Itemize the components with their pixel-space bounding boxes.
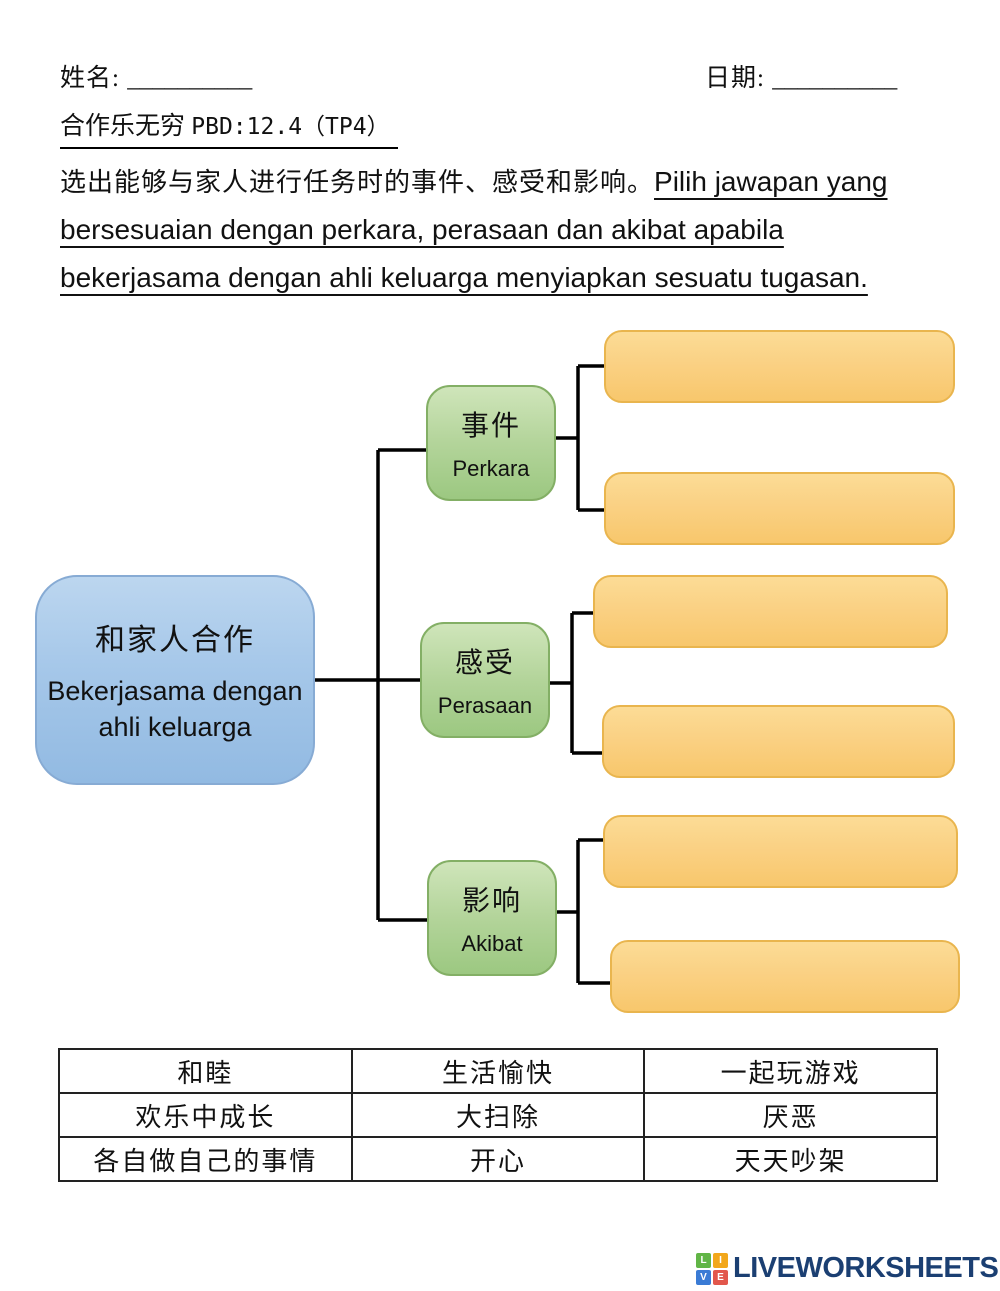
word-bank-cell[interactable]: 天天吵架 [643, 1136, 938, 1182]
name-blank[interactable]: __________ [127, 65, 253, 92]
branch-perkara-malay: Perkara [452, 456, 530, 481]
root-node-malay: Bekerjasama dengan ahli keluarga [47, 676, 303, 742]
date-line: 日期: __________ [705, 58, 897, 94]
logo-tile-v: V [696, 1269, 711, 1285]
branch-node-akibat: 影响 Akibat [427, 860, 557, 976]
word-bank-row: 欢乐中成长 大扫除 厌恶 [58, 1092, 938, 1138]
branch-node-perasaan: 感受 Perasaan [420, 622, 550, 738]
word-bank-cell[interactable]: 厌恶 [643, 1092, 938, 1138]
instructions-malay: Pilih jawapan yang bersesuaian dengan pe… [60, 166, 888, 293]
liveworksheets-grid-icon: L I V E [696, 1252, 728, 1285]
answer-slot-perasaan-1[interactable] [593, 575, 948, 648]
title-code: PBD:12.4（TP4） [191, 114, 390, 140]
logo-tile-l: L [696, 1252, 711, 1268]
word-bank-cell[interactable]: 一起玩游戏 [643, 1048, 938, 1094]
word-bank-row: 各自做自己的事情 开心 天天吵架 [58, 1136, 938, 1182]
date-blank[interactable]: __________ [772, 65, 898, 92]
answer-slot-akibat-2[interactable] [610, 940, 960, 1013]
liveworksheets-logo: L I V E LIVEWORKSHEETS [696, 1252, 999, 1285]
name-line: 姓名: __________ [60, 58, 252, 94]
word-bank-row: 和睦 生活愉快 一起玩游戏 [58, 1048, 938, 1094]
word-bank-cell[interactable]: 大扫除 [350, 1092, 646, 1138]
logo-tile-e: E [713, 1269, 728, 1285]
logo-tile-i: I [713, 1252, 728, 1268]
word-bank-cell[interactable]: 生活愉快 [350, 1048, 646, 1094]
branch-perasaan-chinese: 感受 [454, 648, 515, 679]
branch-perkara-chinese: 事件 [460, 411, 521, 442]
word-bank-cell[interactable]: 各自做自己的事情 [58, 1136, 353, 1182]
branch-akibat-malay: Akibat [461, 931, 523, 956]
answer-slot-akibat-1[interactable] [603, 815, 958, 888]
answer-slot-perkara-1[interactable] [604, 330, 955, 403]
answer-slot-perasaan-2[interactable] [602, 705, 955, 778]
instructions: 选出能够与家人进行任务时的事件、感受和影响。Pilih jawapan yang… [60, 160, 905, 304]
name-label: 姓名: [60, 65, 128, 92]
branch-perasaan-malay: Perasaan [437, 693, 533, 718]
root-node: 和家人合作 Bekerjasama dengan ahli keluarga [35, 575, 315, 785]
instructions-chinese: 选出能够与家人进行任务时的事件、感受和影响。 [60, 168, 655, 197]
branch-node-perkara: 事件 Perkara [426, 385, 556, 501]
word-bank-cell[interactable]: 欢乐中成长 [58, 1092, 353, 1138]
answer-slot-perkara-2[interactable] [604, 472, 955, 545]
date-label: 日期: [705, 65, 773, 92]
logo-wordmark: LIVEWORKSHEETS [733, 1252, 999, 1284]
word-bank-cell[interactable]: 和睦 [58, 1048, 353, 1094]
word-bank-table: 和睦 生活愉快 一起玩游戏 欢乐中成长 大扫除 厌恶 各自做自己的事情 开心 天… [58, 1048, 938, 1182]
root-node-chinese: 和家人合作 [95, 624, 255, 657]
title-chinese: 合作乐无穷 [60, 113, 192, 140]
word-bank-cell[interactable]: 开心 [350, 1136, 646, 1182]
branch-akibat-chinese: 影响 [461, 886, 522, 917]
worksheet-title: 合作乐无穷 PBD:12.4（TP4） [60, 106, 398, 149]
